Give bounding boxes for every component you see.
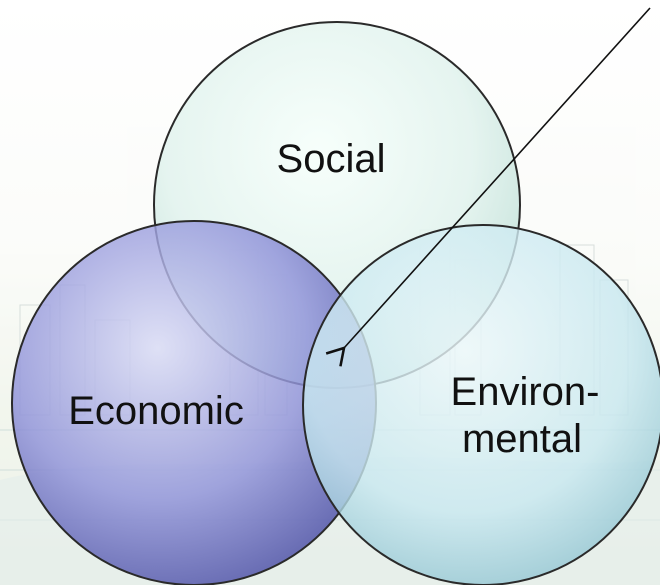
- economic-label: Economic: [68, 389, 244, 433]
- environmental-circle: [302, 224, 660, 585]
- environmental-label-line1: Environ-: [451, 370, 600, 414]
- social-label: Social: [277, 137, 386, 181]
- intersection-arrow: [325, 7, 651, 367]
- environmental-label-line2: mental: [462, 417, 582, 461]
